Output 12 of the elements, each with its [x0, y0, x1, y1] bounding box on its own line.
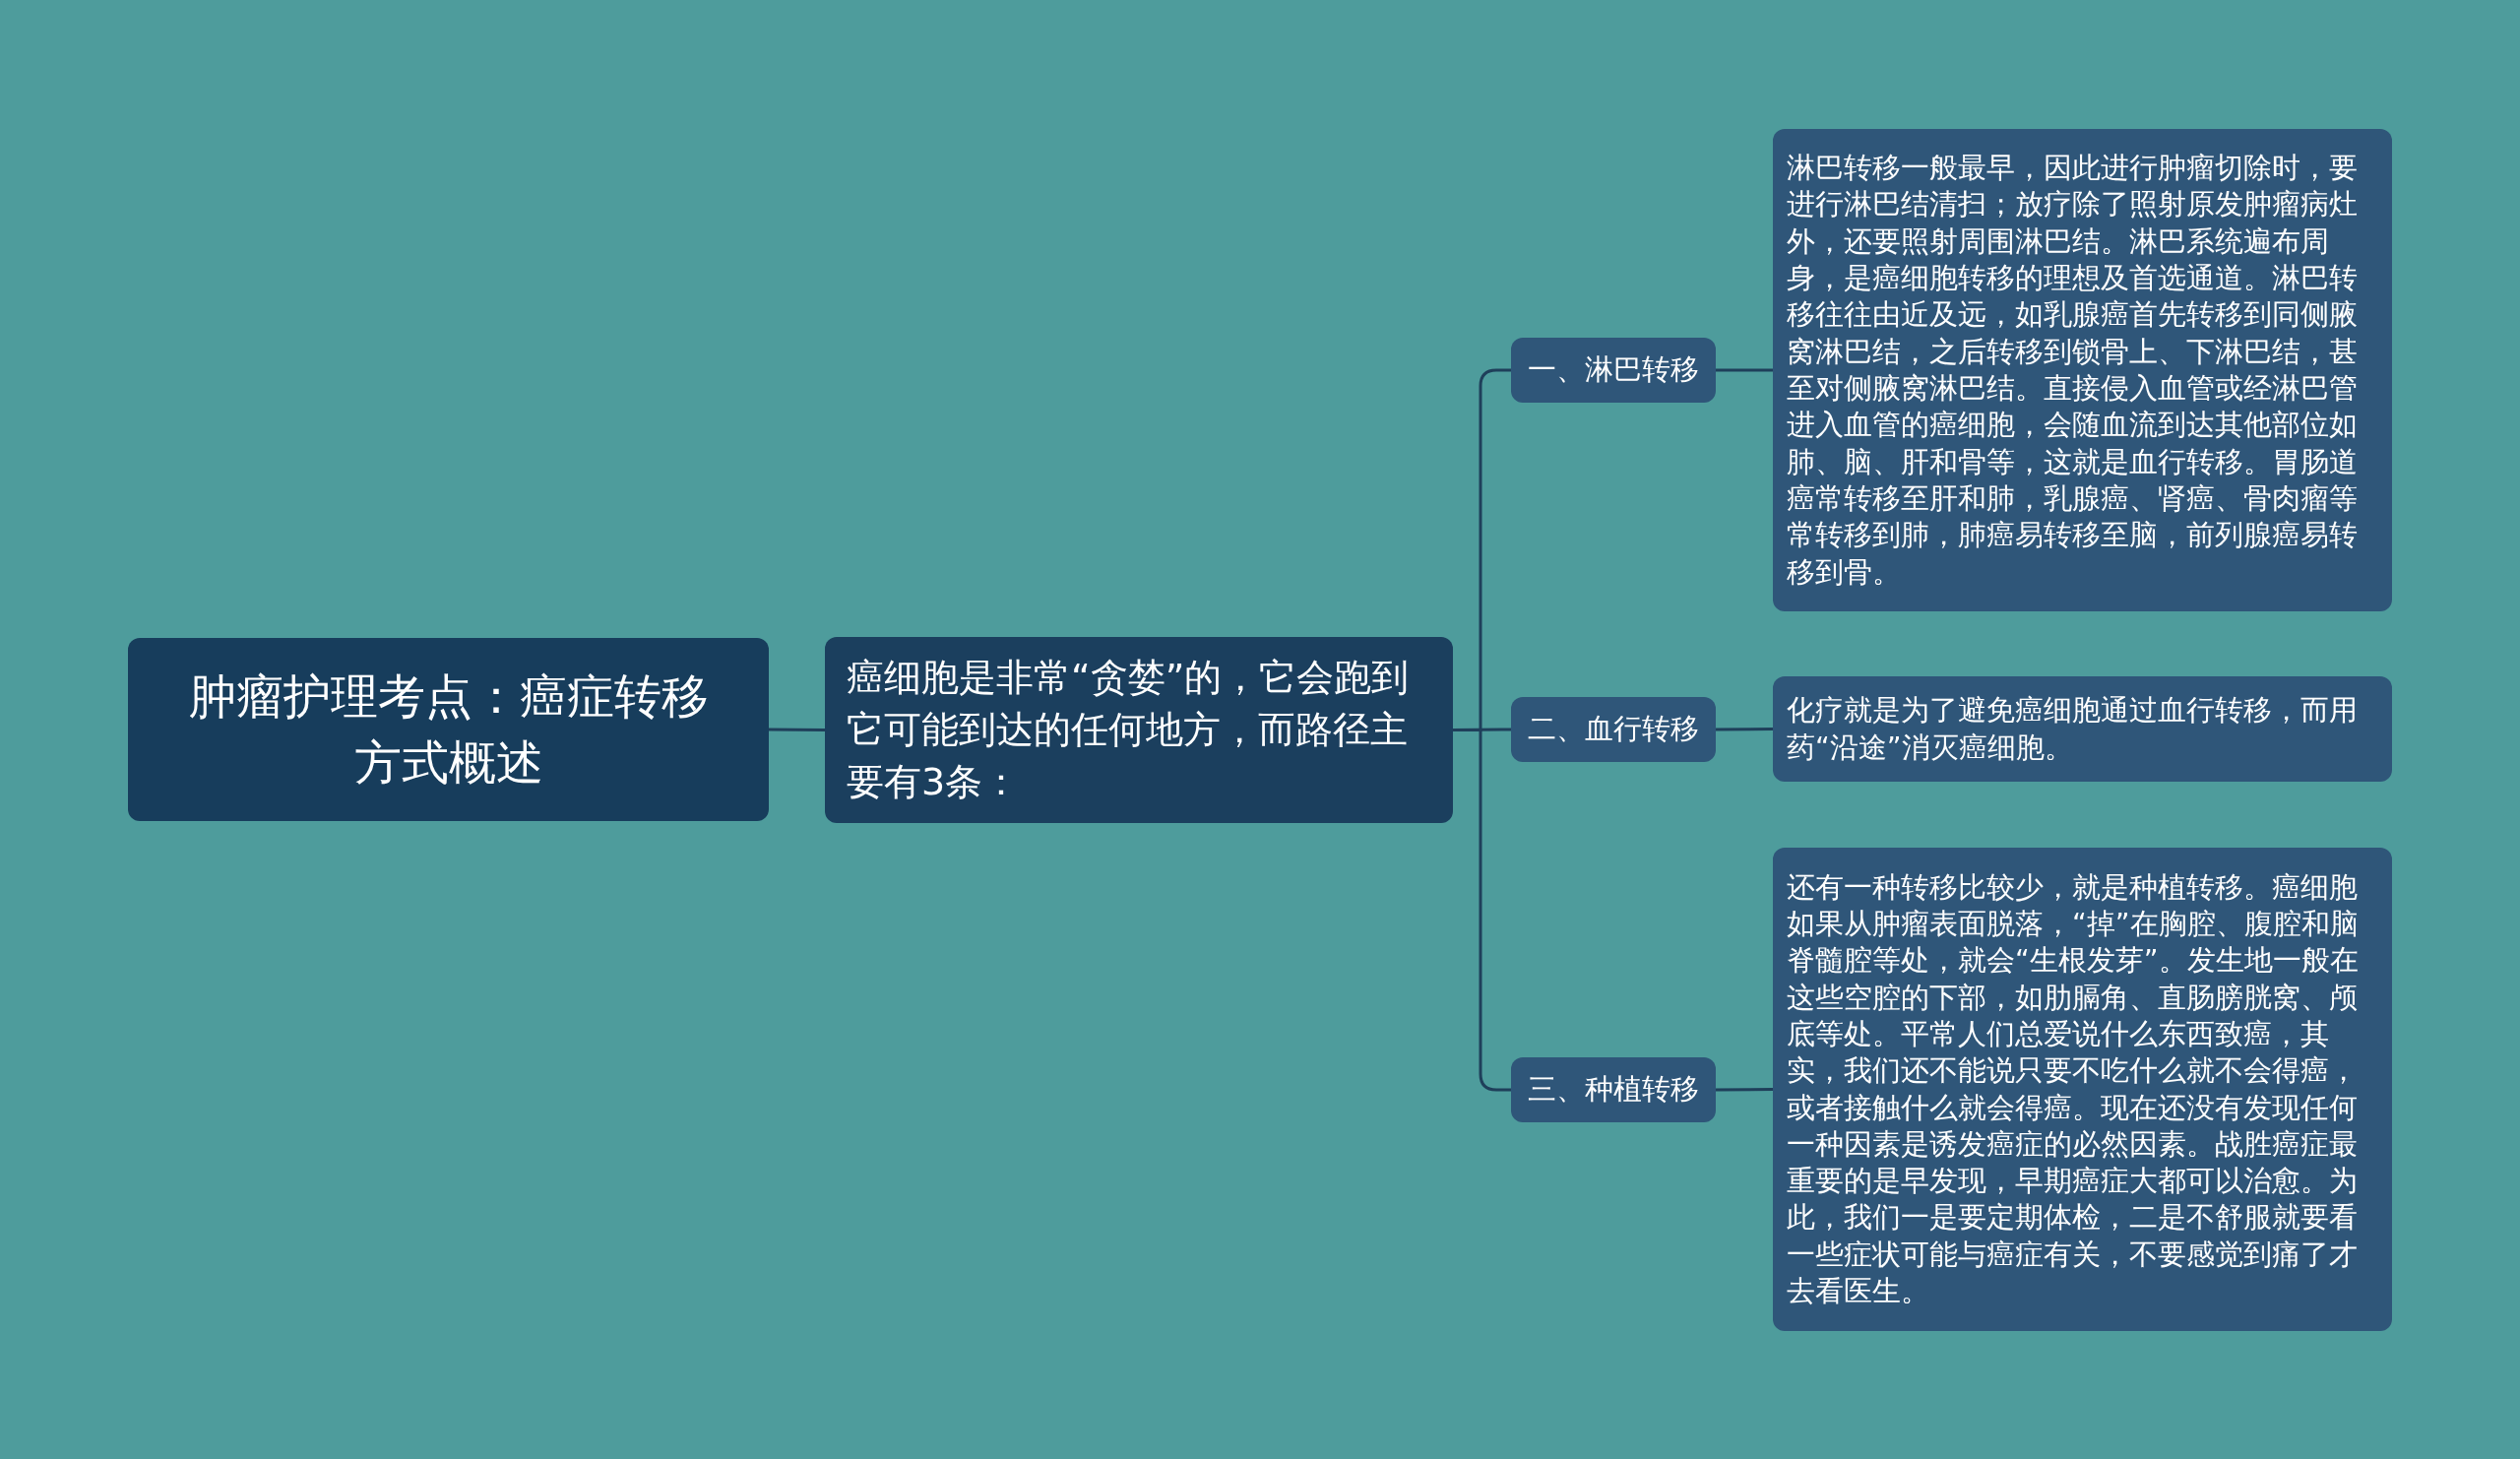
- connector-line: [1716, 728, 1773, 731]
- connector-line: [1716, 1088, 1773, 1092]
- topic-box: 肿瘤护理考点：癌症转移方式概述: [128, 638, 769, 821]
- detail-box: 化疗就是为了避免癌细胞通过血行转移，而用药“沿途”消灭癌细胞。: [1773, 676, 2392, 782]
- detail-box: 淋巴转移一般最早，因此进行肿瘤切除时，要进行淋巴结清扫；放疗除了照射原发肿瘤病灶外，还要照射周围淋巴结。淋巴系统遍布周身，是癌细胞转移的理想及首选通道。淋巴转移往往由近及远，如乳腺癌首先转移到同侧腋窝淋巴结，之后转移到锁骨上、下淋巴结，甚至对侧腋窝淋巴结。直接侵入血管或经淋巴管进入血管的癌细胞，会随血流到达其他部位如肺、脑、肝和骨等，这就是血行转移。胃肠道癌常转移至肝和肺，乳腺癌、肾癌、骨肉瘤等常转移到肺，肺癌易转移至脑，前列腺癌易转移到骨。: [1773, 129, 2392, 611]
- detail-box: 还有一种转移比较少，就是种植转移。癌细胞如果从肿瘤表面脱落，“掉”在胸腔、腹腔和脑脊髓腔等处，就会“生根发芽”。发生地一般在这些空腔的下部，如肋膈角、直肠膀胱窝、颅底等处。平常人们总爱说什么东西致癌，其实，我们还不能说只要不吃什么就不会得癌，或者接触什么就会得癌。现在还没有发现任何一种因素是诱发癌症的必然因素。战胜癌症最重要的是早发现，早期癌症大都可以治愈。为此，我们一是要定期体检，二是不舒服就要看一些症状可能与癌症有关，不要感觉到痛了才去看医生。: [1773, 848, 2392, 1331]
- branch-box: 三、种植转移: [1511, 1057, 1716, 1122]
- summary-box: 癌细胞是非常“贪婪”的，它会跑到它可能到达的任何地方，而路径主要有3条：: [825, 637, 1453, 823]
- connector-line: [769, 728, 825, 731]
- branch-box: 一、淋巴转移: [1511, 338, 1716, 403]
- branch-box: 二、血行转移: [1511, 697, 1716, 762]
- connector-line: [1716, 368, 1773, 372]
